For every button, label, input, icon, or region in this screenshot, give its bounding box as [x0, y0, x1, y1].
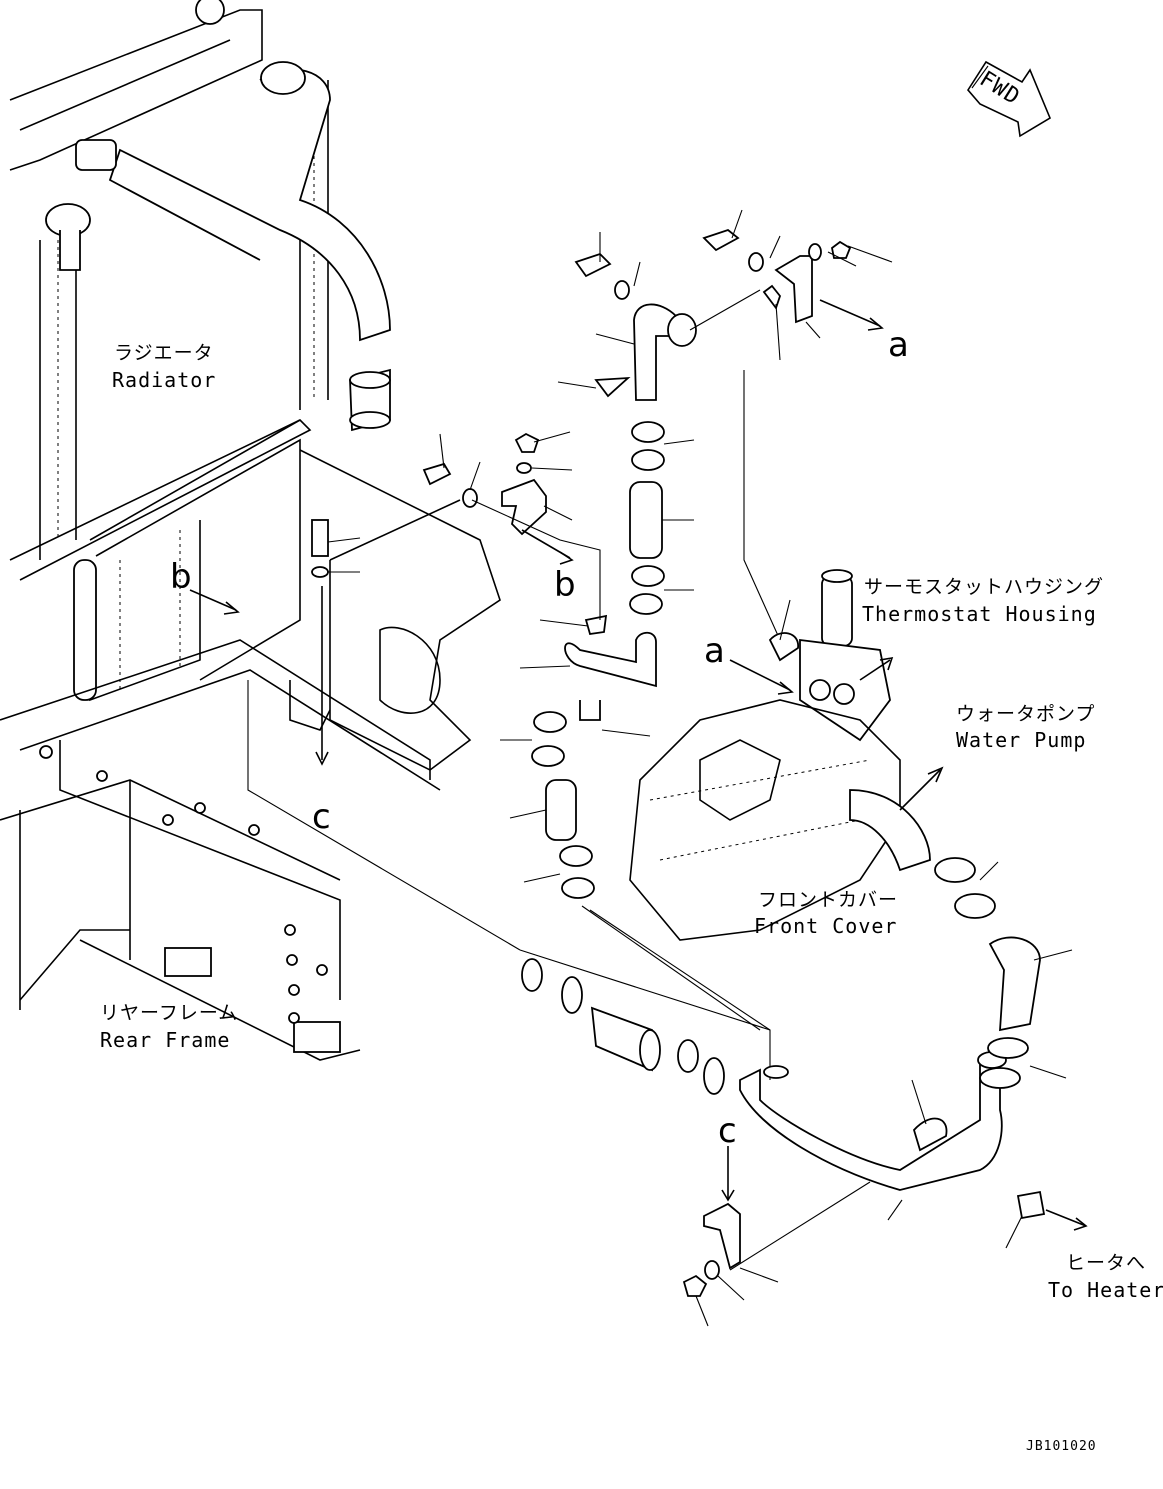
to-heater-label-jp: ヒータへ [1066, 1252, 1147, 1274]
fwd-arrow-icon [967, 60, 1052, 138]
front-cover-label-en: Front Cover [754, 914, 898, 938]
drawing-code: JB101020 [1026, 1439, 1097, 1454]
ref-c-bottom: c [718, 1111, 737, 1151]
radiator-label-jp: ラジエータ [114, 342, 214, 364]
thermostat-housing-label-jp: サーモスタットハウジング [864, 576, 1105, 598]
thermostat-housing-label-en: Thermostat Housing [862, 602, 1097, 626]
radiator-assembly [9, 0, 391, 702]
ref-a-mid: a [704, 631, 725, 671]
rear-frame-label-en: Rear Frame [100, 1028, 231, 1052]
ref-b-left: b [170, 557, 192, 597]
water-pump-label-en: Water Pump [956, 728, 1087, 752]
ref-b-mid: b [554, 565, 576, 605]
rear-frame-label-jp: リヤーフレーム [100, 1002, 239, 1024]
water-pump-label-jp: ウォータポンプ [956, 703, 1096, 725]
ref-a-top: a [888, 325, 909, 365]
ref-c-left: c [312, 797, 331, 837]
lower-pipe-assembly [247, 680, 1088, 1297]
leader-lines [327, 209, 1073, 1327]
engine-frame-body [0, 449, 501, 1061]
engine-front-assembly [629, 569, 1041, 1089]
front-cover-label-jp: フロントカバー [758, 889, 899, 911]
to-heater-label-en: To Heater [1048, 1278, 1163, 1302]
upper-hose-stack [189, 228, 884, 1031]
radiator-label-en: Radiator [112, 368, 217, 392]
